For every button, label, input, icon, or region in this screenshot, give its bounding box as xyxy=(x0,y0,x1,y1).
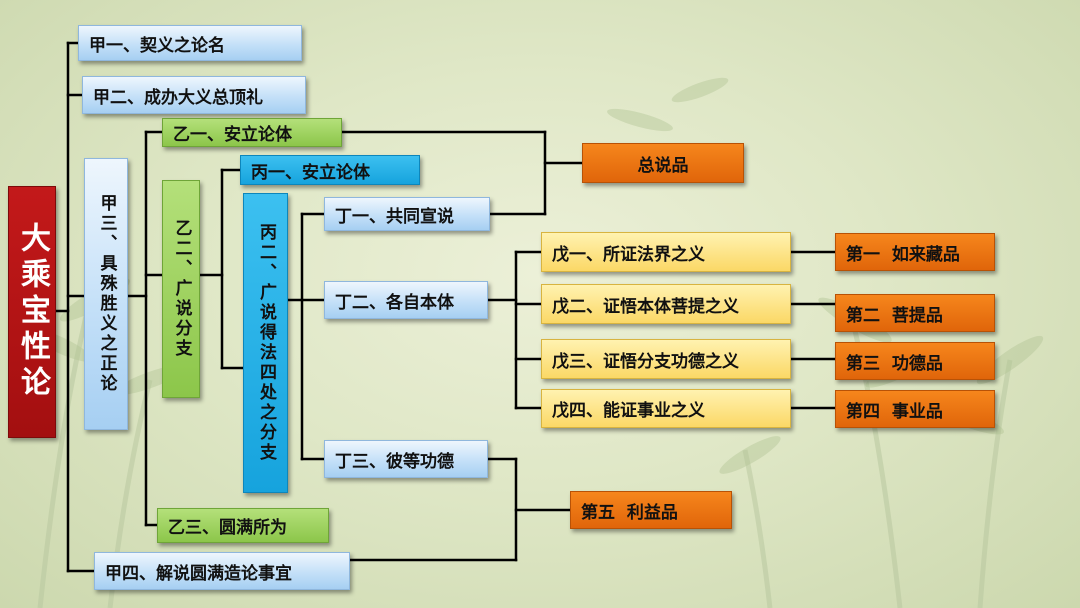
node-bing1-label: 丙一、安立论体 xyxy=(251,162,370,183)
node-yi1: 乙一、安立论体 xyxy=(162,118,342,147)
root-title-box: 大乘宝性论 xyxy=(8,186,56,438)
node-wu1-label: 戊一、所证法界之义 xyxy=(552,244,705,265)
node-wu4: 戊四、能证事业之义 xyxy=(541,389,791,428)
node-chapter4: 第四 事业品 xyxy=(835,390,995,428)
node-wu3: 戊三、证悟分支功德之义 xyxy=(541,339,791,379)
node-jia2-label: 甲二、成办大义总顶礼 xyxy=(93,87,263,108)
node-ding3: 丁三、彼等功德 xyxy=(324,440,488,478)
node-chapter5-label: 第五 利益品 xyxy=(581,502,678,523)
node-chapter4-label: 第四 事业品 xyxy=(846,401,943,422)
node-yi1-label: 乙一、安立论体 xyxy=(173,125,292,145)
node-wu4-label: 戊四、能证事业之义 xyxy=(552,401,705,421)
node-jia4: 甲四、解说圆满造论事宜 xyxy=(94,552,350,590)
node-yi3: 乙三、圆满所为 xyxy=(157,508,329,543)
node-ding1-label: 丁一、共同宣说 xyxy=(335,206,454,227)
node-ding2-label: 丁二、各自本体 xyxy=(335,292,454,313)
node-ding3-label: 丁三、彼等功德 xyxy=(335,451,454,472)
node-wu1: 戊一、所证法界之义 xyxy=(541,232,791,272)
node-bing1: 丙一、安立论体 xyxy=(240,155,420,185)
node-chapter3: 第三 功德品 xyxy=(835,342,995,380)
node-wu2-label: 戊二、证悟本体菩提之义 xyxy=(552,296,739,317)
node-bing2-label: 丙二、广说得法四处之分支 xyxy=(256,223,276,463)
node-wu3-label: 戊三、证悟分支功德之义 xyxy=(552,351,739,372)
node-zongshuo-label: 总说品 xyxy=(637,155,689,176)
node-jia1-label: 甲一、契义之论名 xyxy=(89,35,225,56)
node-chapter3-label: 第三 功德品 xyxy=(846,353,943,374)
node-chapter2: 第二 菩提品 xyxy=(835,294,995,332)
node-jia2: 甲二、成办大义总顶礼 xyxy=(82,76,306,114)
node-jia1: 甲一、契义之论名 xyxy=(78,25,302,61)
node-jia4-label: 甲四、解说圆满造论事宜 xyxy=(105,563,292,584)
node-yi2: 乙二、广说分支 xyxy=(162,180,200,398)
node-jia3: 甲三、具殊胜义之正论 xyxy=(84,158,128,430)
node-chapter5: 第五 利益品 xyxy=(570,491,732,529)
node-ding2: 丁二、各自本体 xyxy=(324,281,488,319)
node-wu2: 戊二、证悟本体菩提之义 xyxy=(541,284,791,324)
node-zongshuo: 总说品 xyxy=(582,143,744,183)
node-chapter2-label: 第二 菩提品 xyxy=(846,305,943,326)
node-ding1: 丁一、共同宣说 xyxy=(324,197,490,231)
node-bing2: 丙二、广说得法四处之分支 xyxy=(243,193,288,493)
node-chapter1: 第一 如来藏品 xyxy=(835,233,995,271)
root-title: 大乘宝性论 xyxy=(15,222,50,402)
node-chapter1-label: 第一 如来藏品 xyxy=(846,244,960,265)
node-jia3-label: 甲三、具殊胜义之正论 xyxy=(96,194,117,394)
node-yi2-label: 乙二、广说分支 xyxy=(171,219,192,359)
node-yi3-label: 乙三、圆满所为 xyxy=(168,518,287,538)
